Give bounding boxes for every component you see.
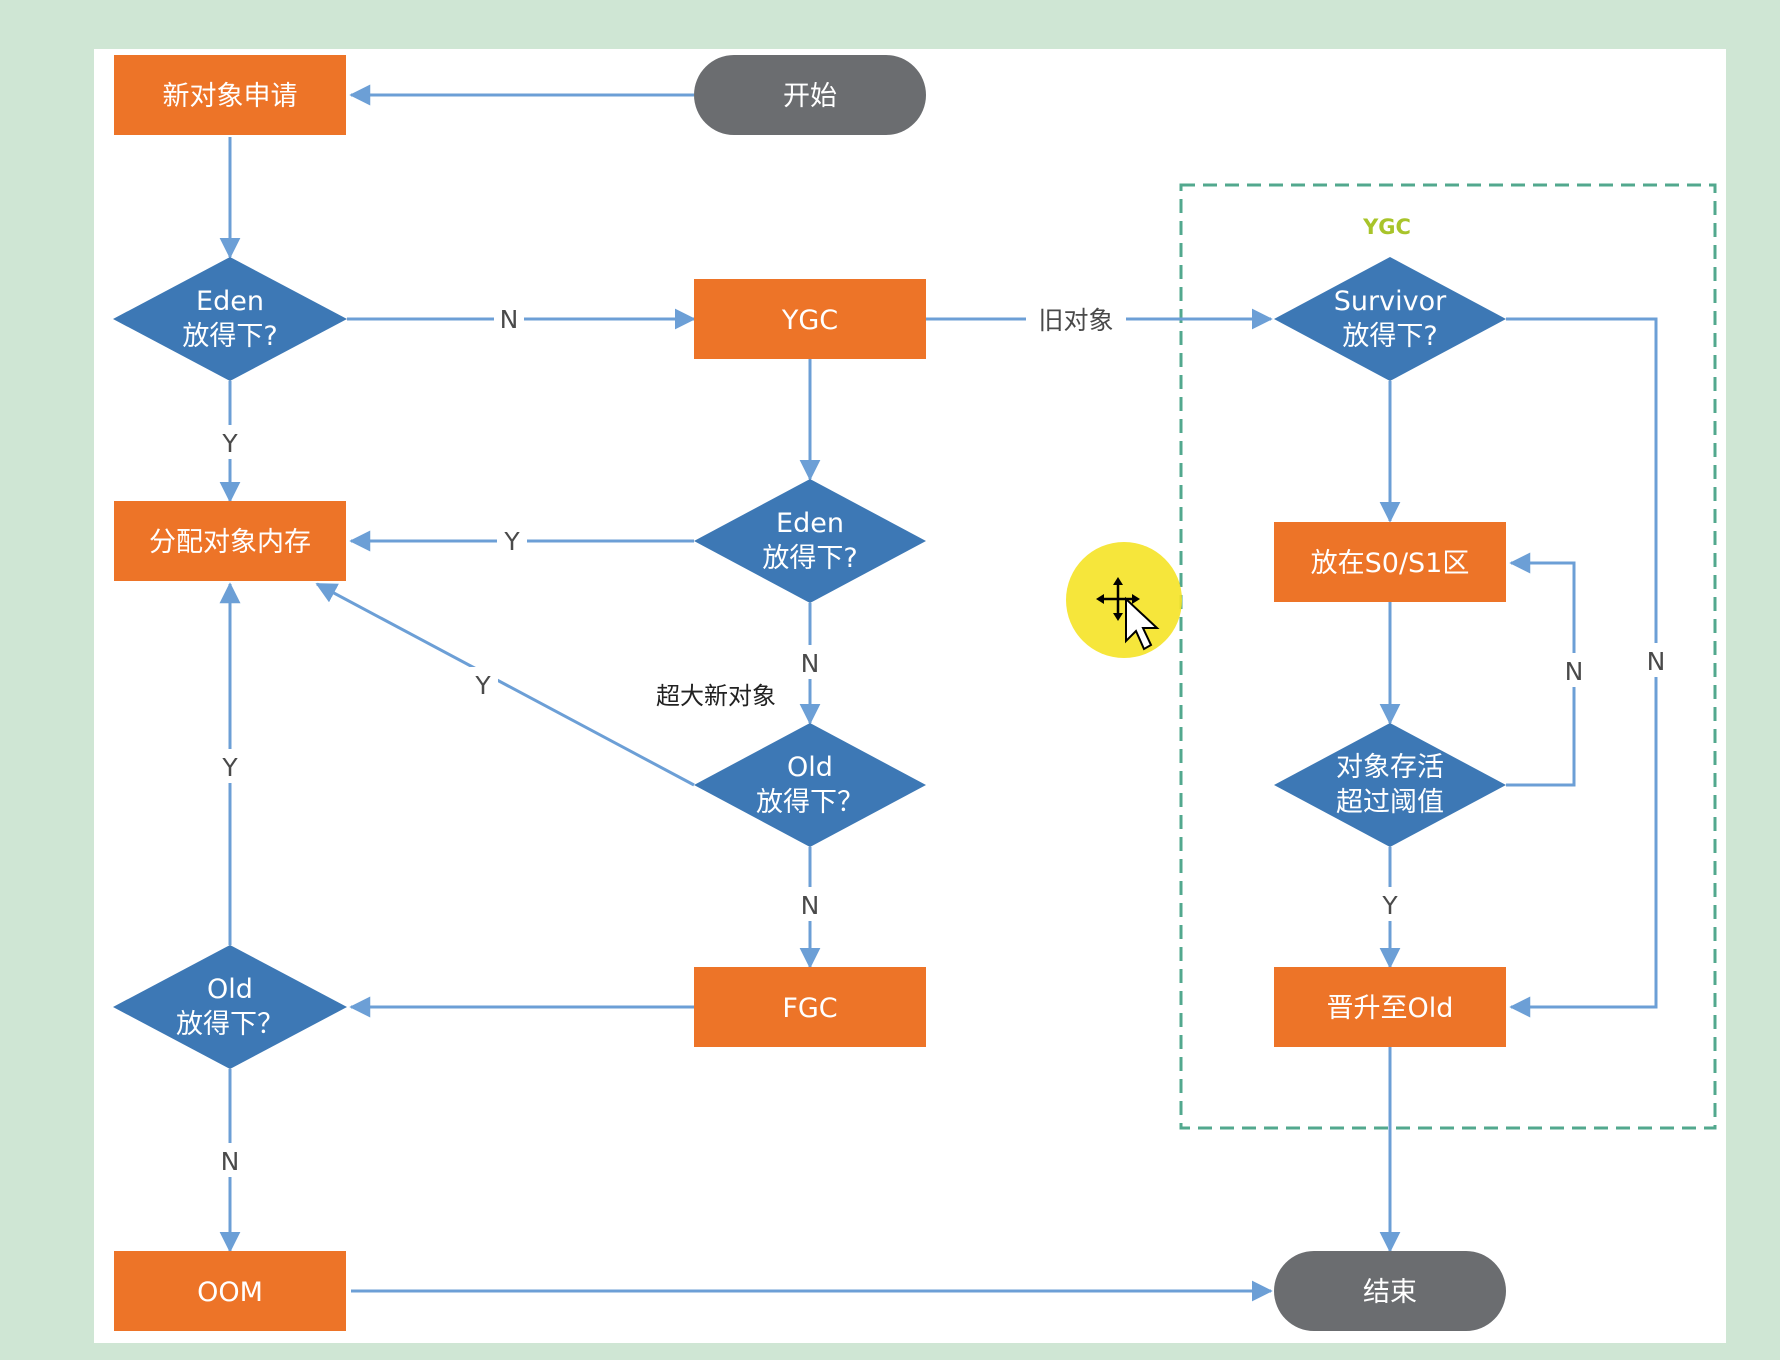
ygc-label: YGC [781, 305, 838, 336]
end-terminal [1274, 1251, 1506, 1331]
eden-check-1-line1: Eden [196, 286, 264, 317]
flowchart-diagram: YGC N Y 旧对象 Y N 超大新对象 Y N Y N N Y N 开始 结… [113, 55, 1717, 1331]
eden-check-1-diamond [113, 257, 347, 381]
new-object-label: 新对象申请 [163, 81, 298, 112]
move-cursor-icon [1066, 542, 1182, 658]
alloc-memory-box [114, 501, 346, 581]
start-label: 开始 [783, 81, 837, 112]
old-check-2-line1: Old [207, 974, 253, 1005]
label-old1-y: Y [474, 671, 491, 700]
ygc-group-title: YGC [1362, 215, 1411, 239]
label-threshold-y: Y [1381, 891, 1398, 920]
label-old1-n: N [801, 891, 820, 920]
label-old2-n: N [221, 1147, 240, 1176]
edge-old1-to-alloc [315, 582, 695, 787]
survivor-check-line1: Survivor [1334, 286, 1447, 317]
start-terminal [694, 55, 926, 135]
flowchart-canvas: YGC N Y 旧对象 Y N 超大新对象 Y N Y N N Y N 开始 结… [94, 49, 1726, 1343]
s0s1-label: 放在S0/S1区 [1311, 548, 1470, 579]
threshold-check-line2: 超过阈值 [1336, 787, 1444, 818]
eden-check-1-line2: 放得下? [182, 321, 277, 352]
survivor-check-line2: 放得下? [1342, 321, 1437, 352]
fgc-box [694, 967, 926, 1047]
old-check-2-diamond [113, 945, 347, 1069]
promote-old-box [1274, 967, 1506, 1047]
fgc-label: FGC [782, 993, 837, 1024]
threshold-check-diamond [1274, 723, 1506, 847]
s0s1-box [1274, 522, 1506, 602]
oom-box [114, 1251, 346, 1331]
old-check-2-line2: 放得下？ [176, 1009, 284, 1040]
label-old2-y: Y [221, 753, 238, 782]
threshold-check-line1: 对象存活 [1336, 752, 1444, 783]
old-check-1-diamond [694, 723, 926, 847]
old-check-1-line1: Old [787, 752, 833, 783]
survivor-check-diamond [1274, 257, 1506, 381]
eden-check-2-line2: 放得下? [762, 543, 857, 574]
oom-label: OOM [197, 1277, 263, 1308]
label-old-object: 旧对象 [1038, 306, 1113, 335]
end-label: 结束 [1363, 1277, 1417, 1308]
label-eden1-y: Y [221, 429, 238, 458]
label-eden2-n: N [801, 649, 820, 678]
alloc-memory-label: 分配对象内存 [149, 527, 311, 558]
label-eden1-n: N [500, 305, 519, 334]
label-huge-object: 超大新对象 [656, 682, 776, 710]
old-check-1-line2: 放得下？ [756, 787, 864, 818]
new-object-box [114, 55, 346, 135]
ygc-box [694, 279, 926, 359]
eden-check-2-diamond [694, 479, 926, 603]
label-eden2-y: Y [503, 527, 520, 556]
eden-check-2-line1: Eden [776, 508, 844, 539]
ygc-group-border [1179, 183, 1717, 1130]
promote-old-label: 晋升至Old [1327, 993, 1454, 1024]
label-threshold-n: N [1565, 657, 1584, 686]
label-survivor-n: N [1647, 647, 1666, 676]
